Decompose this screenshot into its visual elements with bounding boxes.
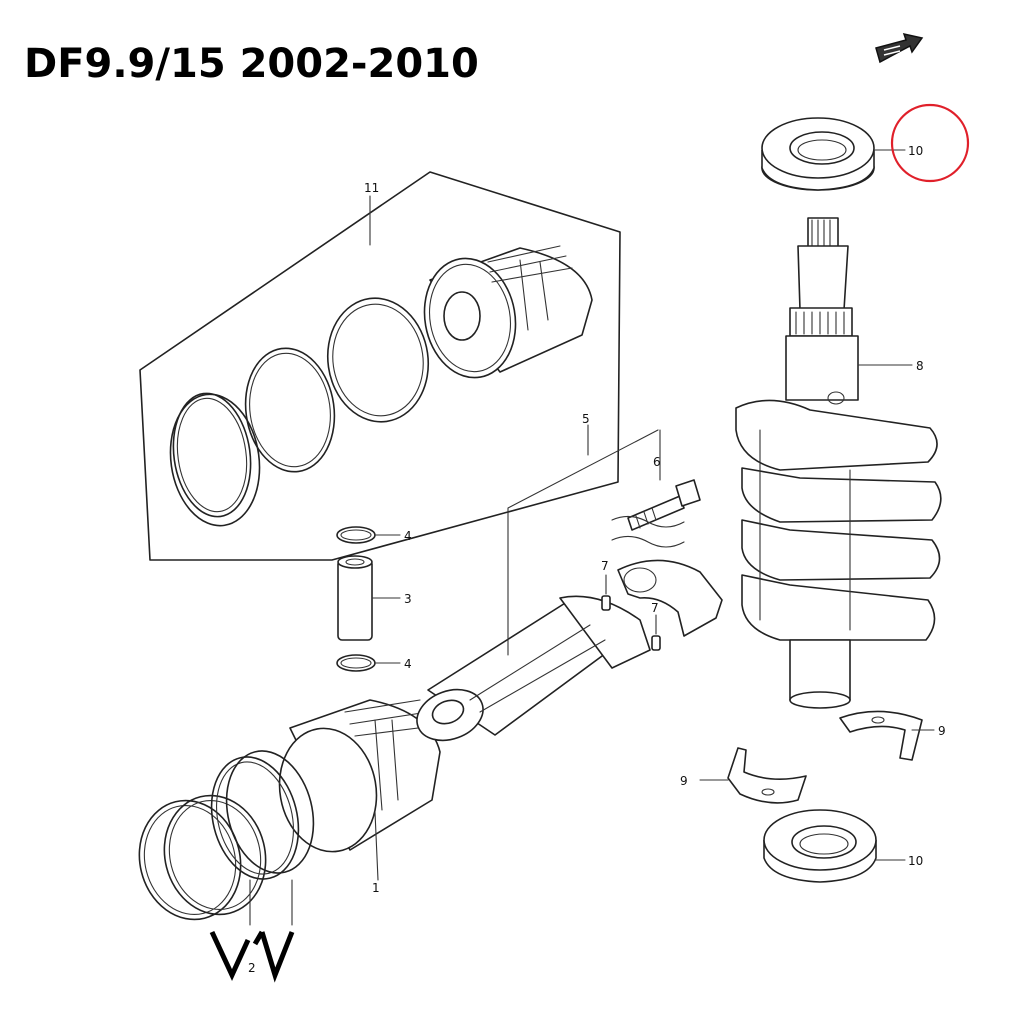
kit-ring-1	[169, 392, 261, 527]
rod-bolt: 6	[627, 429, 701, 531]
kit-box-outline	[139, 171, 621, 561]
callout-rod: 5	[582, 412, 590, 426]
page-title: DF9.9/15 2002-2010	[24, 41, 479, 87]
oil-seal-bottom: 10	[763, 809, 923, 883]
callout-crankshaft: 8	[916, 359, 924, 373]
piston-assembly: 1	[278, 699, 441, 895]
main-bearing-left: 9	[680, 747, 807, 804]
dowel-pin-right: 7	[651, 601, 661, 651]
rod-cap	[617, 559, 723, 637]
oil-seal-top: 10	[761, 117, 923, 191]
kit-ring-2	[244, 347, 336, 473]
main-bearing-right: 9	[839, 710, 946, 761]
kit-piston	[423, 245, 593, 379]
callout-bearing-left: 9	[680, 774, 688, 788]
highlight-circle	[890, 103, 970, 183]
rod-leader: 5	[507, 412, 685, 656]
callout-bearing-right: 9	[938, 724, 946, 738]
callout-piston: 1	[372, 881, 380, 895]
connecting-rod	[416, 595, 651, 742]
callout-piston-ring-kit: 11	[364, 181, 379, 195]
callout-seal-bottom: 10	[908, 854, 923, 868]
kit-ring-3	[326, 297, 430, 423]
callout-ring-set: 2	[248, 961, 256, 975]
callout-seal-top: 10	[908, 144, 923, 158]
piston-ring-kit-group: 11	[139, 171, 621, 561]
callout-rod-bolt: 6	[653, 455, 661, 469]
piston-pin: 3	[337, 555, 412, 641]
circlip-top: 4	[336, 526, 412, 544]
forward-arrow-icon	[875, 32, 924, 64]
callout-pin-right: 7	[651, 601, 659, 615]
ring-set-marker: 2	[209, 930, 295, 983]
callout-clip-top: 4	[404, 529, 412, 543]
piston-ring-set	[138, 750, 315, 926]
dowel-pin-left: 7	[601, 559, 611, 611]
circlip-bottom: 4	[336, 654, 412, 672]
callout-clip-bottom: 4	[404, 657, 412, 671]
callout-pin: 3	[404, 592, 412, 606]
crankshaft: 8	[735, 217, 942, 709]
callout-pin-left: 7	[601, 559, 609, 573]
